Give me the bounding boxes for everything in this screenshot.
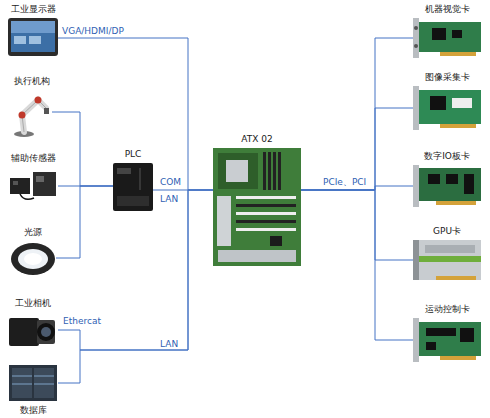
bus-connector <box>301 108 413 190</box>
device-label: 光源 <box>24 227 42 238</box>
device-label: 机器视觉卡 <box>425 4 470 15</box>
device-label: 数字IO板卡 <box>424 151 470 162</box>
motion-card-picture <box>413 318 481 362</box>
device-label: 辅助传感器 <box>11 153 56 164</box>
ring-light-picture <box>11 243 55 275</box>
interface-label: LAN <box>160 194 178 205</box>
gpu-card-picture <box>413 240 481 280</box>
bus-connector <box>58 38 213 190</box>
motherboard-picture <box>213 148 301 266</box>
robot-arm-picture <box>14 97 49 138</box>
server-rack-picture <box>9 365 57 401</box>
bus-connector <box>301 190 413 340</box>
device-label: 工业显示器 <box>11 4 56 15</box>
interface-label: PCIe、PCI <box>323 177 366 188</box>
device-node: 图像采集卡 <box>413 86 481 130</box>
device-node: GPU卡 <box>413 240 481 280</box>
bus-connector <box>58 190 213 383</box>
camera-picture <box>9 318 55 346</box>
io-card-picture <box>413 165 481 207</box>
display-picture <box>8 18 58 56</box>
device-node: 机器视觉卡 <box>413 18 481 58</box>
sensor-picture <box>10 172 56 199</box>
device-label: PLC <box>125 149 142 160</box>
device-node: 运动控制卡 <box>413 318 481 362</box>
device-node: 辅助传感器 <box>8 168 58 202</box>
bus-connector <box>301 38 413 190</box>
device-node: PLC <box>113 163 153 211</box>
device-node: ATX 02 <box>213 148 301 266</box>
device-node: 工业相机 <box>8 312 58 350</box>
device-label: 数据库 <box>20 405 47 416</box>
bus-connector <box>301 190 413 260</box>
bus-connector <box>58 190 213 350</box>
device-label: 运动控制卡 <box>425 304 470 315</box>
interface-label: Ethercat <box>63 316 101 327</box>
interface-label: LAN <box>160 339 178 350</box>
capture-card-picture <box>413 86 481 130</box>
device-node: 数据库 <box>8 364 58 402</box>
device-node: 光源 <box>10 240 56 278</box>
bus-connector <box>56 186 113 258</box>
interface-label: COM <box>160 177 181 188</box>
device-node: 数字IO板卡 <box>413 165 481 207</box>
device-label: GPU卡 <box>433 226 461 237</box>
device-label: 执行机构 <box>14 76 50 87</box>
device-node: 执行机构 <box>12 90 52 138</box>
bus-connector <box>52 112 113 186</box>
device-label: 工业相机 <box>15 298 51 309</box>
plc-picture <box>113 163 153 211</box>
device-node: 工业显示器 <box>8 18 58 56</box>
interface-label: VGA/HDMI/DP <box>62 26 124 37</box>
vision-card-picture <box>413 18 481 58</box>
device-label: 图像采集卡 <box>425 72 470 83</box>
device-label: ATX 02 <box>241 134 272 145</box>
